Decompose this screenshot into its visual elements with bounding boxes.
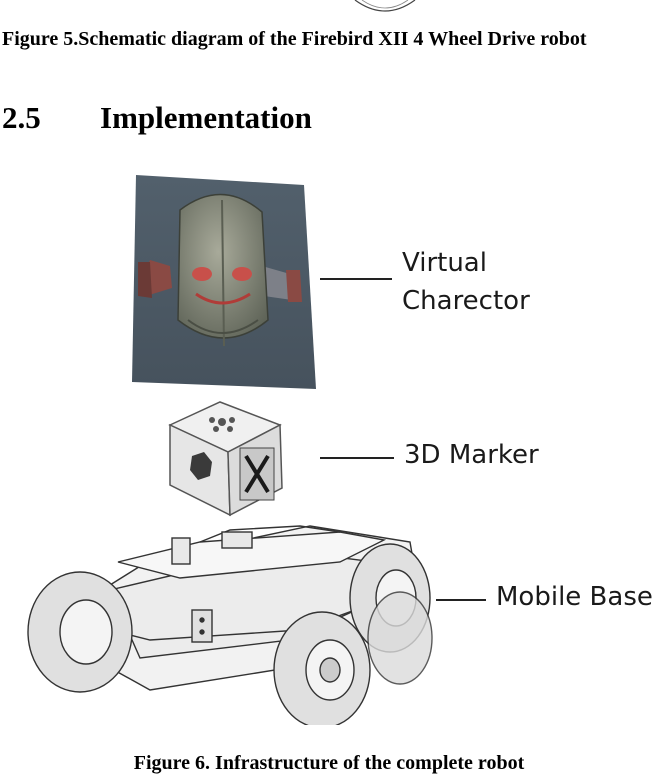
base-leader bbox=[436, 599, 486, 601]
wheel-rear-right bbox=[367, 591, 433, 685]
wheel-front-left bbox=[27, 571, 133, 693]
marker-leader bbox=[320, 457, 394, 459]
section-number: 2.5 bbox=[2, 100, 41, 135]
virtual-character-leader bbox=[320, 278, 392, 280]
section-title: Implementation bbox=[100, 100, 312, 135]
robot-infrastructure-figure: Virtual Charector 3D Marker Mobile Base bbox=[0, 170, 658, 725]
virtual-label-line1: Virtual bbox=[402, 248, 487, 278]
virtual-label-line2: Charector bbox=[402, 286, 530, 316]
3d-marker-cube bbox=[168, 401, 283, 517]
base-label: Mobile Base bbox=[496, 582, 653, 612]
section-heading: 2.5 Implementation bbox=[2, 98, 312, 138]
robot-illustration bbox=[27, 175, 433, 725]
previous-figure-fragment bbox=[354, 0, 416, 12]
mobile-base-robot bbox=[27, 525, 433, 725]
virtual-character-image bbox=[132, 175, 316, 389]
figure-5-caption: Figure 5.Schematic diagram of the Firebi… bbox=[2, 28, 587, 50]
figure-6-caption: Figure 6. Infrastructure of the complete… bbox=[133, 752, 525, 774]
wheel-front-right bbox=[273, 611, 371, 725]
virtual-character-label: Virtual Charector bbox=[402, 244, 530, 320]
marker-label: 3D Marker bbox=[404, 440, 539, 470]
